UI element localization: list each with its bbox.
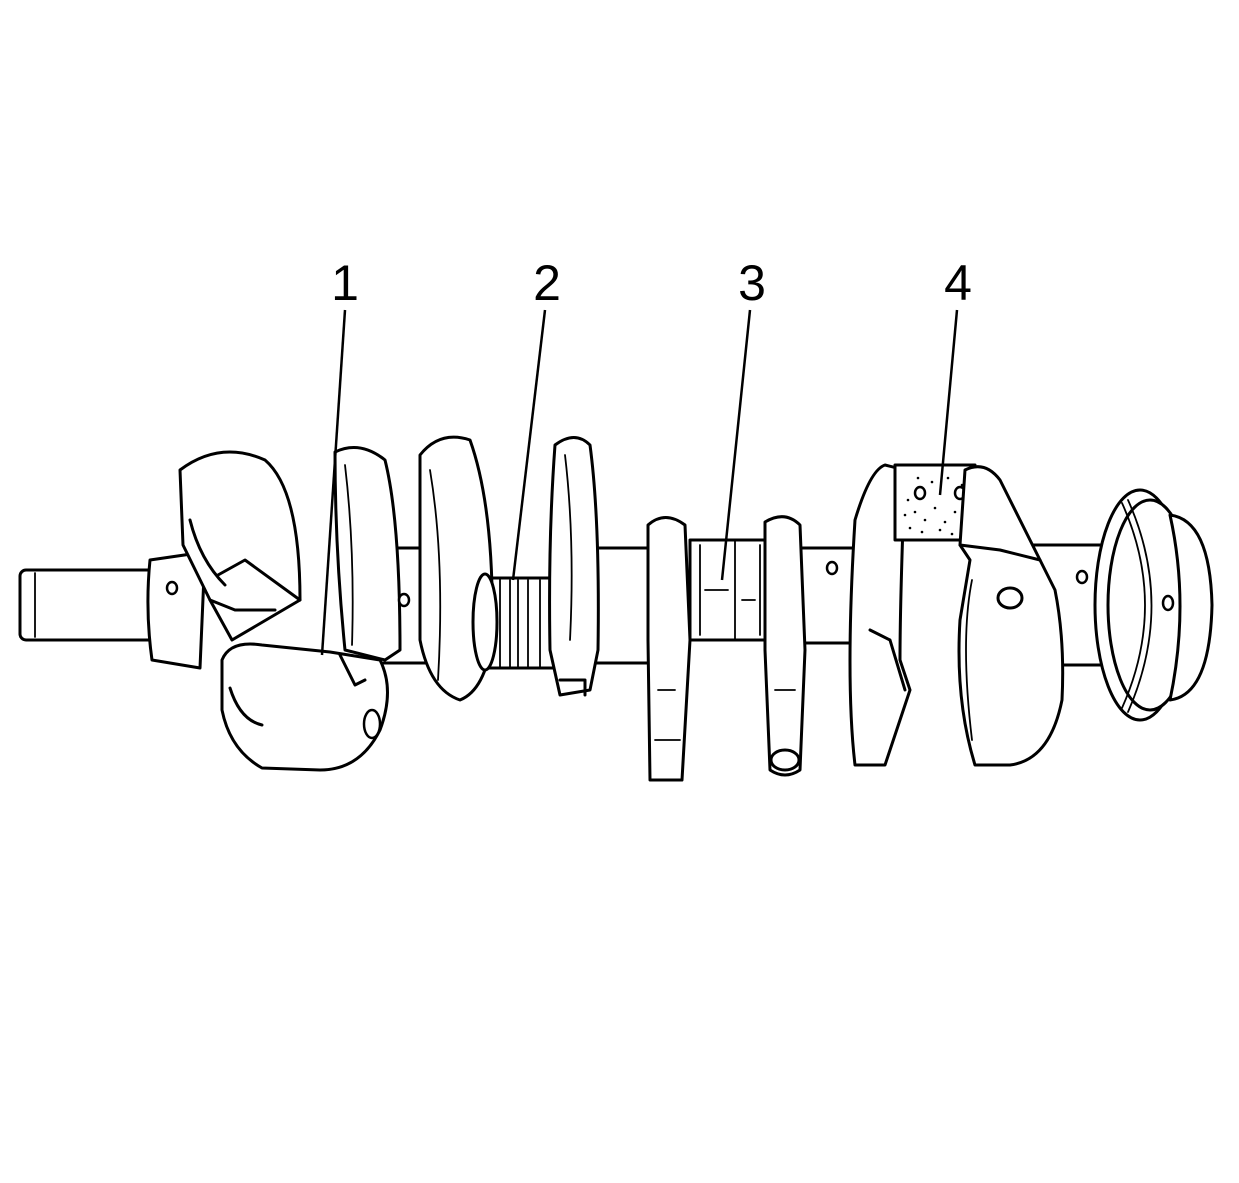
leader-line-1 [320,309,347,656]
crank-arm-2 [548,436,600,697]
callout-labels: 1 2 3 4 [331,255,972,311]
callout-label-3: 3 [738,255,766,311]
rear-flange [1075,488,1214,722]
callout-label-2: 2 [533,255,561,311]
crank-throw-1 [220,446,402,772]
crank-throw-3 [646,515,839,782]
callout-leaders [320,309,959,656]
main-journal-2 [397,435,541,702]
leader-line-4 [938,309,959,496]
front-counterweight [178,450,302,642]
stipple-texture [903,476,970,536]
crank-throw-4 [848,463,1065,767]
callout-label-4: 4 [944,255,972,311]
callout-label-1: 1 [331,255,359,311]
leader-line-2 [511,309,547,581]
leader-line-3 [720,309,752,581]
